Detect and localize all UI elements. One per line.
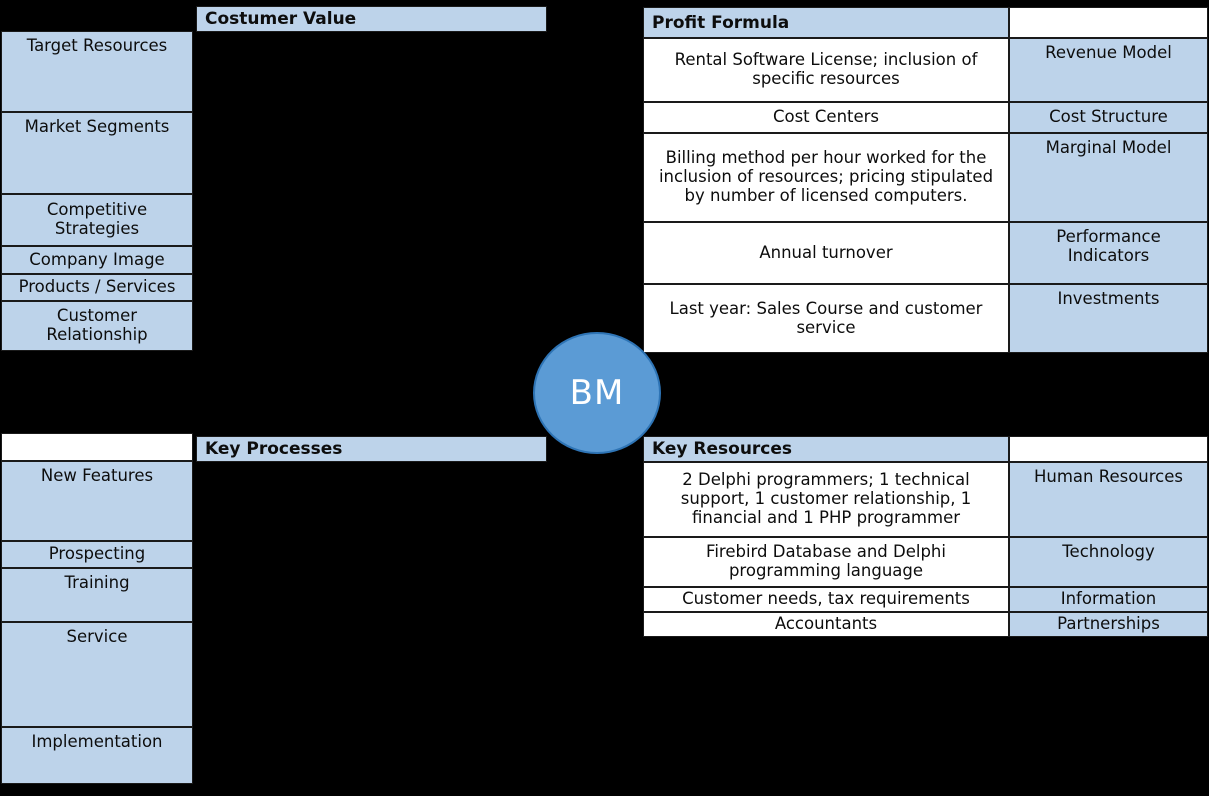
customer-value-label-market-segments: Market Segments — [1, 112, 193, 194]
profit-formula-content-investments: Last year: Sales Course and customer ser… — [643, 284, 1009, 353]
customer-value-label-customer-relationship: Customer Relationship — [1, 301, 193, 351]
customer-value-title: Costumer Value — [196, 6, 547, 32]
key-processes-label-implementation: Implementation — [1, 727, 193, 784]
key-resources-label-information: Information — [1009, 587, 1208, 612]
key-resources-content-human-resources: 2 Delphi programmers; 1 technical suppor… — [643, 462, 1009, 537]
key-processes-label-new-features: New Features — [1, 461, 193, 541]
key-processes-title: Key Processes — [196, 436, 547, 462]
profit-formula-title-spacer — [1009, 7, 1208, 38]
customer-value-label-company-image: Company Image — [1, 246, 193, 274]
profit-formula-label-cost-structure: Cost Structure — [1009, 102, 1208, 133]
key-resources-content-technology: Firebird Database and Delphi programming… — [643, 537, 1009, 587]
profit-formula-title: Profit Formula — [643, 7, 1009, 38]
profit-formula-label-performance-indicators: Performance Indicators — [1009, 222, 1208, 284]
profit-formula-label-marginal-model: Marginal Model — [1009, 133, 1208, 222]
key-resources-label-partnerships: Partnerships — [1009, 612, 1208, 637]
profit-formula-content-revenue-model: Rental Software License; inclusion of sp… — [643, 38, 1009, 102]
key-resources-label-technology: Technology — [1009, 537, 1208, 587]
business-model-center-circle: BM — [533, 332, 661, 454]
key-resources-label-human-resources: Human Resources — [1009, 462, 1208, 537]
customer-value-label-products-services: Products / Services — [1, 274, 193, 301]
key-processes-label-spacer — [1, 433, 193, 461]
customer-value-label-competitive-strategies: Competitive Strategies — [1, 194, 193, 246]
profit-formula-content-performance-indicators: Annual turnover — [643, 222, 1009, 284]
key-resources-title: Key Resources — [643, 436, 1009, 462]
key-resources-content-information: Customer needs, tax requirements — [643, 587, 1009, 612]
profit-formula-label-investments: Investments — [1009, 284, 1208, 353]
key-processes-label-service: Service — [1, 622, 193, 727]
key-resources-title-spacer — [1009, 436, 1208, 462]
profit-formula-label-revenue-model: Revenue Model — [1009, 38, 1208, 102]
key-processes-label-prospecting: Prospecting — [1, 541, 193, 568]
profit-formula-content-marginal-model: Billing method per hour worked for the i… — [643, 133, 1009, 222]
key-processes-label-training: Training — [1, 568, 193, 622]
key-resources-content-partnerships: Accountants — [643, 612, 1009, 637]
customer-value-label-target-resources: Target Resources — [1, 31, 193, 112]
profit-formula-content-cost-structure: Cost Centers — [643, 102, 1009, 133]
